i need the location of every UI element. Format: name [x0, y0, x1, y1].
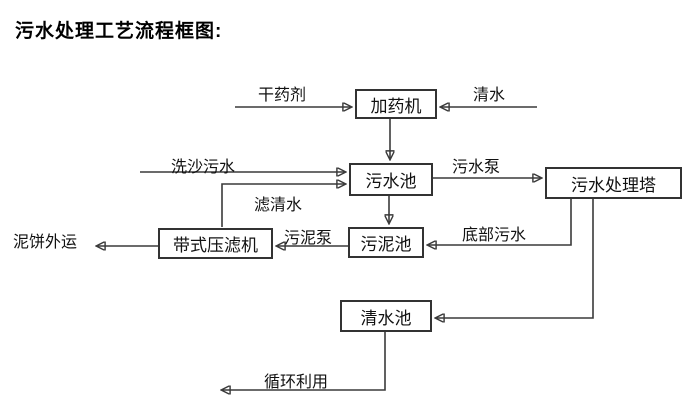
node-clean-water-pool: 清水池: [340, 300, 432, 332]
node-dosing-machine: 加药机: [355, 89, 437, 119]
label-recycling: 循环利用: [264, 374, 329, 391]
node-sludge-pool: 污泥池: [348, 227, 424, 258]
label-sand-washing-sewage: 洗沙污水: [171, 159, 236, 176]
edge-filtered-water-return: [221, 184, 345, 227]
edge-tower-to-clean-water-pool: [436, 199, 594, 318]
label-sewage-pump: 污水泵: [452, 159, 501, 176]
label-dry-chemical: 干药剂: [258, 87, 307, 104]
label-mud-cake-outbound: 泥饼外运: [13, 234, 78, 251]
page-title: 污水处理工艺流程框图:: [15, 21, 223, 42]
edge-tower-bottom-sewage-to-sludge-pool: [428, 199, 572, 245]
label-bottom-sewage: 底部污水: [462, 227, 527, 244]
node-sewage-pool: 污水池: [349, 163, 433, 196]
node-sewage-treatment-tower: 污水处理塔: [545, 167, 682, 199]
edge-clean-water-recycle-out: [222, 332, 386, 390]
node-belt-filter-press: 带式压滤机: [158, 228, 273, 259]
label-filtered-water: 滤清水: [254, 197, 303, 214]
label-sludge-pump: 污泥泵: [284, 230, 333, 247]
label-clean-water: 清水: [473, 87, 506, 104]
